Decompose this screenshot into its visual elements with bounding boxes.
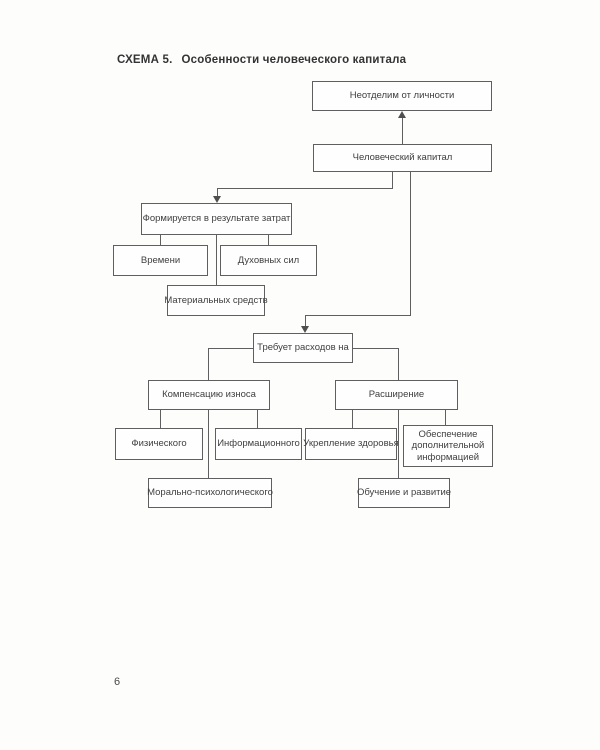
connector-line [398, 410, 399, 478]
connector-line [217, 188, 218, 197]
node-fizicheskogo: Физического [115, 428, 203, 460]
node-neotdelim-ot-lichnosti: Неотделим от личности [312, 81, 492, 111]
connector-line [445, 410, 446, 425]
schema-label: СХЕМА 5. [117, 54, 173, 66]
node-materialnykh-sredstv: Материальных средств [164, 285, 268, 316]
connector-line [402, 118, 403, 144]
node-obespechenie-dopolnitelnoy-informatsiey: Обеспечение дополнительной информацией [403, 425, 493, 467]
connector-line [217, 188, 393, 189]
connector-line [410, 172, 411, 316]
connector-line [268, 235, 269, 245]
node-ukreplenie-zdorovya: Укрепление здоровья [303, 428, 399, 460]
connector-line [257, 410, 258, 428]
connector-line [305, 315, 306, 327]
connector-line [160, 410, 161, 428]
connector-line [208, 348, 209, 380]
arrowhead-down-icon [301, 326, 309, 333]
flowchart: Неотделим от личности Человеческий капит… [113, 81, 493, 508]
connector-line [160, 235, 161, 245]
node-kompensatsiyu-iznosa: Компенсацию износа [148, 380, 270, 410]
node-chelovecheskiy-kapital: Человеческий капитал [313, 144, 492, 172]
connector-line [208, 410, 209, 478]
connector-line [398, 348, 399, 380]
connector-line [352, 410, 353, 428]
connector-line [305, 315, 411, 316]
node-formiruetsya-v-rezultate-zatrat: Формируется в результате затрат [141, 203, 292, 235]
arrowhead-up-icon [398, 111, 406, 118]
node-obuchenie-i-razvitie: Обучение и развитие [357, 478, 451, 508]
connector-line [216, 235, 217, 285]
node-trebuet-raskhodov-na: Требует расходов на [253, 333, 353, 363]
connector-line [353, 348, 398, 349]
node-moralno-psikhologicheskogo: Морально-психологического [147, 478, 273, 508]
node-rasshirenie: Расширение [335, 380, 458, 410]
node-dukhovnykh-sil: Духовных сил [220, 245, 317, 276]
node-vremeni: Времени [113, 245, 208, 276]
connector-line [208, 348, 253, 349]
node-informatsionnogo: Информационного [215, 428, 302, 460]
arrowhead-down-icon [213, 196, 221, 203]
page-number: 6 [114, 676, 121, 688]
schema-title-text: Особенности человеческого капитала [181, 54, 407, 66]
page-title: СХЕМА 5. Особенности человеческого капита… [117, 54, 406, 66]
connector-line [392, 172, 393, 189]
